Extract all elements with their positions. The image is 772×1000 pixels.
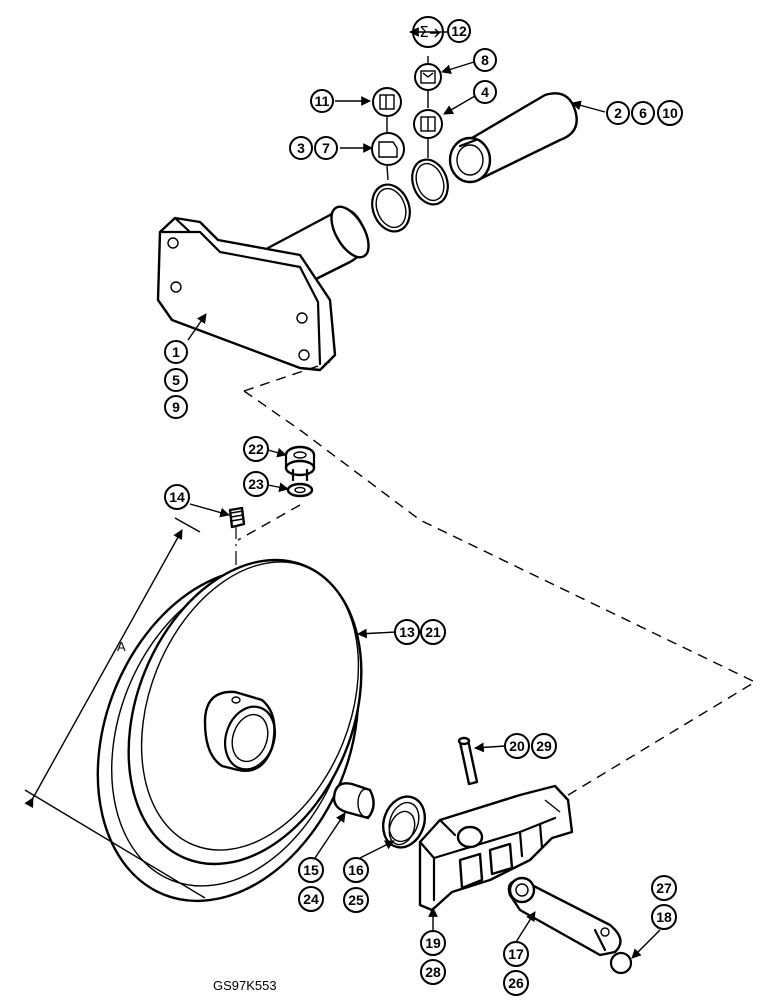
svg-text:23: 23 xyxy=(248,476,264,492)
callout-5: 5 xyxy=(164,368,188,392)
yoke xyxy=(418,784,574,912)
callout-2: 2 xyxy=(606,101,630,125)
callout-4: 4 xyxy=(473,80,497,104)
shaft-bracket-assembly xyxy=(156,205,370,372)
svg-text:12: 12 xyxy=(451,23,467,39)
callout-21: 21 xyxy=(420,619,446,645)
svg-text:10: 10 xyxy=(662,105,678,121)
bushing xyxy=(332,782,375,820)
callout-25: 25 xyxy=(343,887,369,913)
pin-lower xyxy=(507,876,622,957)
center-line-diagonal xyxy=(243,390,757,801)
callout-28: 28 xyxy=(420,959,446,985)
svg-text:7: 7 xyxy=(322,140,330,156)
svg-text:28: 28 xyxy=(425,964,441,980)
svg-text:22: 22 xyxy=(248,441,264,457)
o-ring-right xyxy=(411,158,449,206)
svg-text:16: 16 xyxy=(348,862,364,878)
o-ring-left xyxy=(371,183,411,233)
svg-text:13: 13 xyxy=(399,624,415,640)
leader-lines xyxy=(187,27,661,959)
callout-6: 6 xyxy=(631,101,655,125)
svg-text:29: 29 xyxy=(536,738,552,754)
bolt xyxy=(284,445,316,482)
dimension-a-label: A xyxy=(117,639,126,654)
seal-square-icon xyxy=(413,109,443,139)
roll-pin xyxy=(457,736,479,786)
callout-24: 24 xyxy=(298,886,324,912)
svg-text:1: 1 xyxy=(172,344,180,360)
seal-box-icon xyxy=(372,87,402,117)
circlip xyxy=(609,951,633,975)
callout-18: 18 xyxy=(651,904,677,930)
callout-12: 12 xyxy=(447,19,471,43)
center-line-bolt xyxy=(237,504,301,541)
dimension-a: A xyxy=(24,517,206,899)
svg-text:24: 24 xyxy=(303,891,319,907)
callout-27: 27 xyxy=(651,875,677,901)
callout-10: 10 xyxy=(657,100,683,126)
svg-text:3: 3 xyxy=(297,140,305,156)
svg-text:2: 2 xyxy=(614,105,622,121)
callout-15: 15 xyxy=(298,857,324,883)
svg-text:4: 4 xyxy=(481,84,489,100)
svg-text:27: 27 xyxy=(656,880,672,896)
svg-text:21: 21 xyxy=(425,624,441,640)
sigma-box-icon xyxy=(414,63,442,91)
svg-text:15: 15 xyxy=(303,862,319,878)
callout-23: 23 xyxy=(243,471,269,497)
grub-screw xyxy=(228,506,246,529)
callout-9: 9 xyxy=(164,395,188,419)
callout-1: 1 xyxy=(164,340,188,364)
callout-8: 8 xyxy=(473,48,497,72)
callout-26: 26 xyxy=(503,970,529,996)
seal-profile-icon xyxy=(371,132,405,166)
svg-text:14: 14 xyxy=(169,489,185,505)
washer xyxy=(286,482,314,498)
callout-13: 13 xyxy=(394,619,420,645)
svg-text:5: 5 xyxy=(172,372,180,388)
svg-text:17: 17 xyxy=(508,946,524,962)
center-line-upper xyxy=(243,361,331,392)
svg-text:26: 26 xyxy=(508,975,524,991)
callout-11: 11 xyxy=(310,89,334,113)
svg-text:18: 18 xyxy=(656,909,672,925)
svg-text:8: 8 xyxy=(481,52,489,68)
callout-20: 20 xyxy=(504,733,530,759)
callout-3: 3 xyxy=(289,136,313,160)
svg-text:19: 19 xyxy=(425,935,441,951)
callout-22: 22 xyxy=(243,436,269,462)
svg-text:9: 9 xyxy=(172,399,180,415)
callout-7: 7 xyxy=(314,136,338,160)
svg-text:25: 25 xyxy=(348,892,364,908)
callout-16: 16 xyxy=(343,857,369,883)
svg-text:6: 6 xyxy=(639,105,647,121)
figure-code: GS97K553 xyxy=(213,978,277,993)
callout-17: 17 xyxy=(503,941,529,967)
svg-text:20: 20 xyxy=(509,738,525,754)
pin-upper xyxy=(448,92,578,184)
callout-14: 14 xyxy=(164,484,190,510)
svg-text:11: 11 xyxy=(315,93,330,109)
callout-29: 29 xyxy=(531,733,557,759)
seal-ring xyxy=(382,795,426,849)
callout-19: 19 xyxy=(420,930,446,956)
